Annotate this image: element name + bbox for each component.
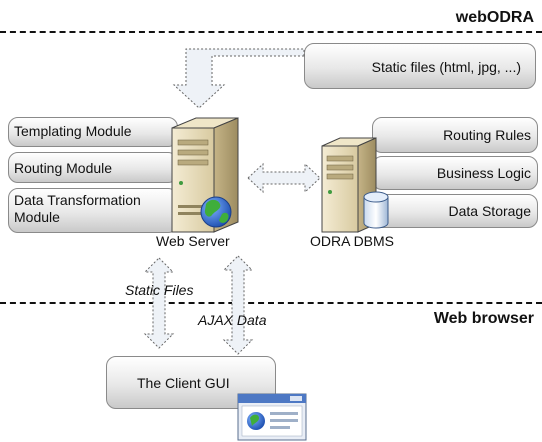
static-files-to-server-arrow <box>172 48 305 109</box>
data-transformation-module-box: Data Transformation Module <box>8 188 178 233</box>
ajax-data-flow-arrow <box>222 255 254 355</box>
routing-module-label: Routing Module <box>14 160 113 176</box>
static-files-label: Static files (html, jpg, ...) <box>371 59 521 75</box>
business-logic-label: Business Logic <box>436 165 531 181</box>
server-odra-double-arrow <box>247 162 321 194</box>
browser-window-icon <box>237 393 307 441</box>
top-separator <box>0 31 542 33</box>
static-files-flow-arrow <box>143 257 175 349</box>
ajax-data-flow-label: AJAX Data <box>198 312 267 328</box>
business-logic-box: Business Logic <box>372 156 538 190</box>
section-title-web-browser: Web browser <box>433 310 534 327</box>
routing-rules-label: Routing Rules <box>443 127 531 143</box>
templating-module-label: Templating Module <box>14 123 132 139</box>
web-server-caption: Web Server <box>156 233 230 249</box>
middle-separator <box>0 302 542 304</box>
globe-icon <box>200 196 232 228</box>
odra-dbms-caption: ODRA DBMS <box>310 233 395 249</box>
routing-module-box: Routing Module <box>8 152 178 183</box>
database-icon <box>363 191 389 229</box>
static-files-flow-label: Static Files <box>125 282 194 298</box>
routing-rules-box: Routing Rules <box>372 117 538 153</box>
section-title-webodra: webODRA <box>455 9 534 26</box>
data-storage-box: Data Storage <box>372 194 538 228</box>
data-transformation-module-label: Data Transformation Module <box>14 192 141 225</box>
static-files-box: Static files (html, jpg, ...) <box>304 43 536 89</box>
client-gui-label: The Client GUI <box>137 375 230 391</box>
data-storage-label: Data Storage <box>448 203 532 219</box>
